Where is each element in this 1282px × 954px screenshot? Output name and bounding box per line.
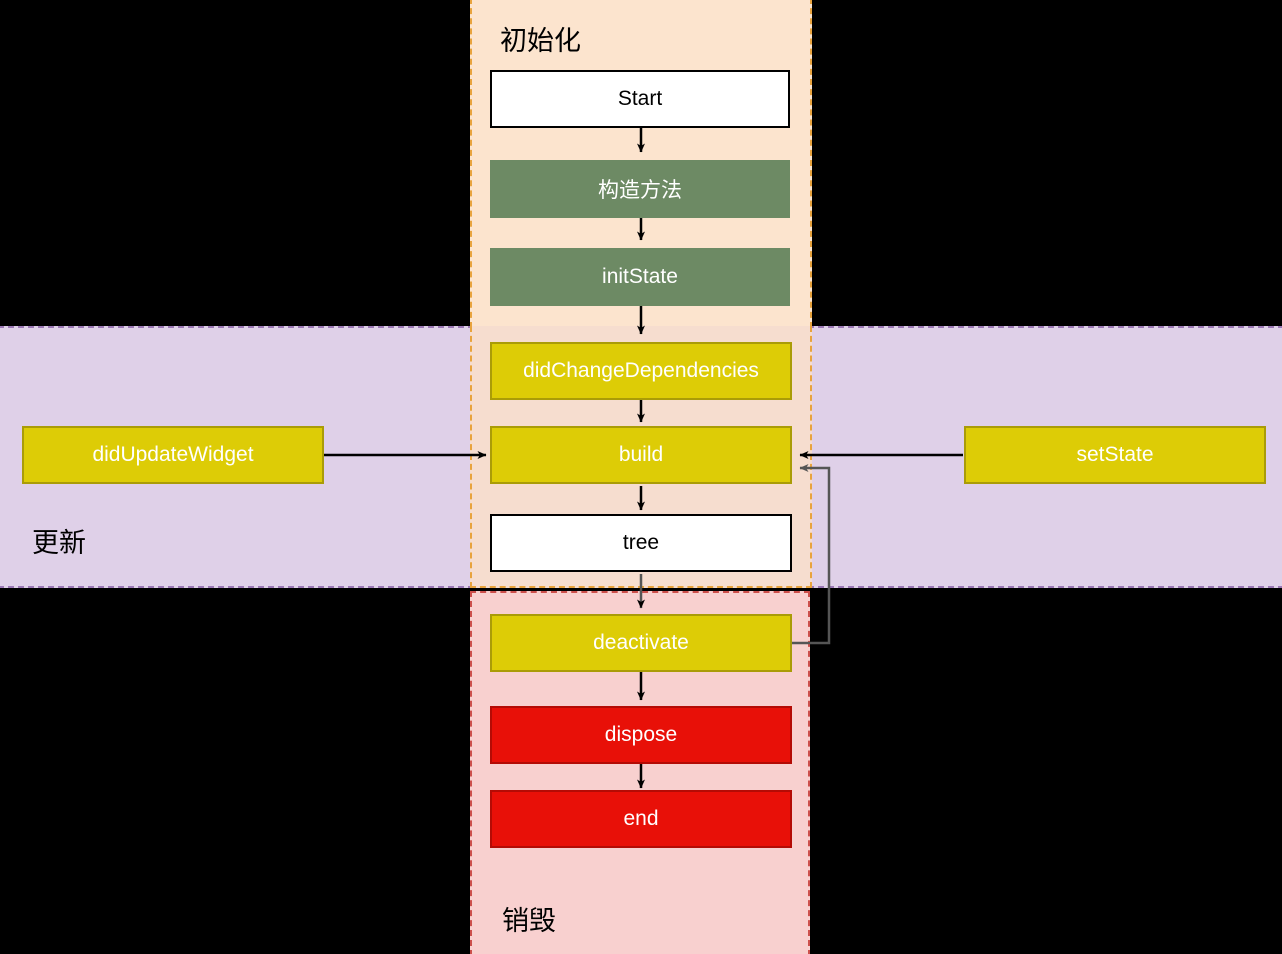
node-didchangedependencies[interactable]: didChangeDependencies — [490, 342, 792, 400]
node-didupdatewidget[interactable]: didUpdateWidget — [22, 426, 324, 484]
node-initstate[interactable]: initState — [490, 248, 790, 306]
node-constructor[interactable]: 构造方法 — [490, 160, 790, 218]
region-label-initialization: 初始化 — [500, 26, 581, 56]
node-start[interactable]: Start — [490, 70, 790, 128]
node-setstate[interactable]: setState — [964, 426, 1266, 484]
node-end[interactable]: end — [490, 790, 792, 848]
region-label-destroy: 销毁 — [502, 906, 556, 936]
node-tree[interactable]: tree — [490, 514, 792, 572]
node-build[interactable]: build — [490, 426, 792, 484]
region-label-update: 更新 — [32, 528, 86, 558]
node-dispose[interactable]: dispose — [490, 706, 792, 764]
node-deactivate[interactable]: deactivate — [490, 614, 792, 672]
